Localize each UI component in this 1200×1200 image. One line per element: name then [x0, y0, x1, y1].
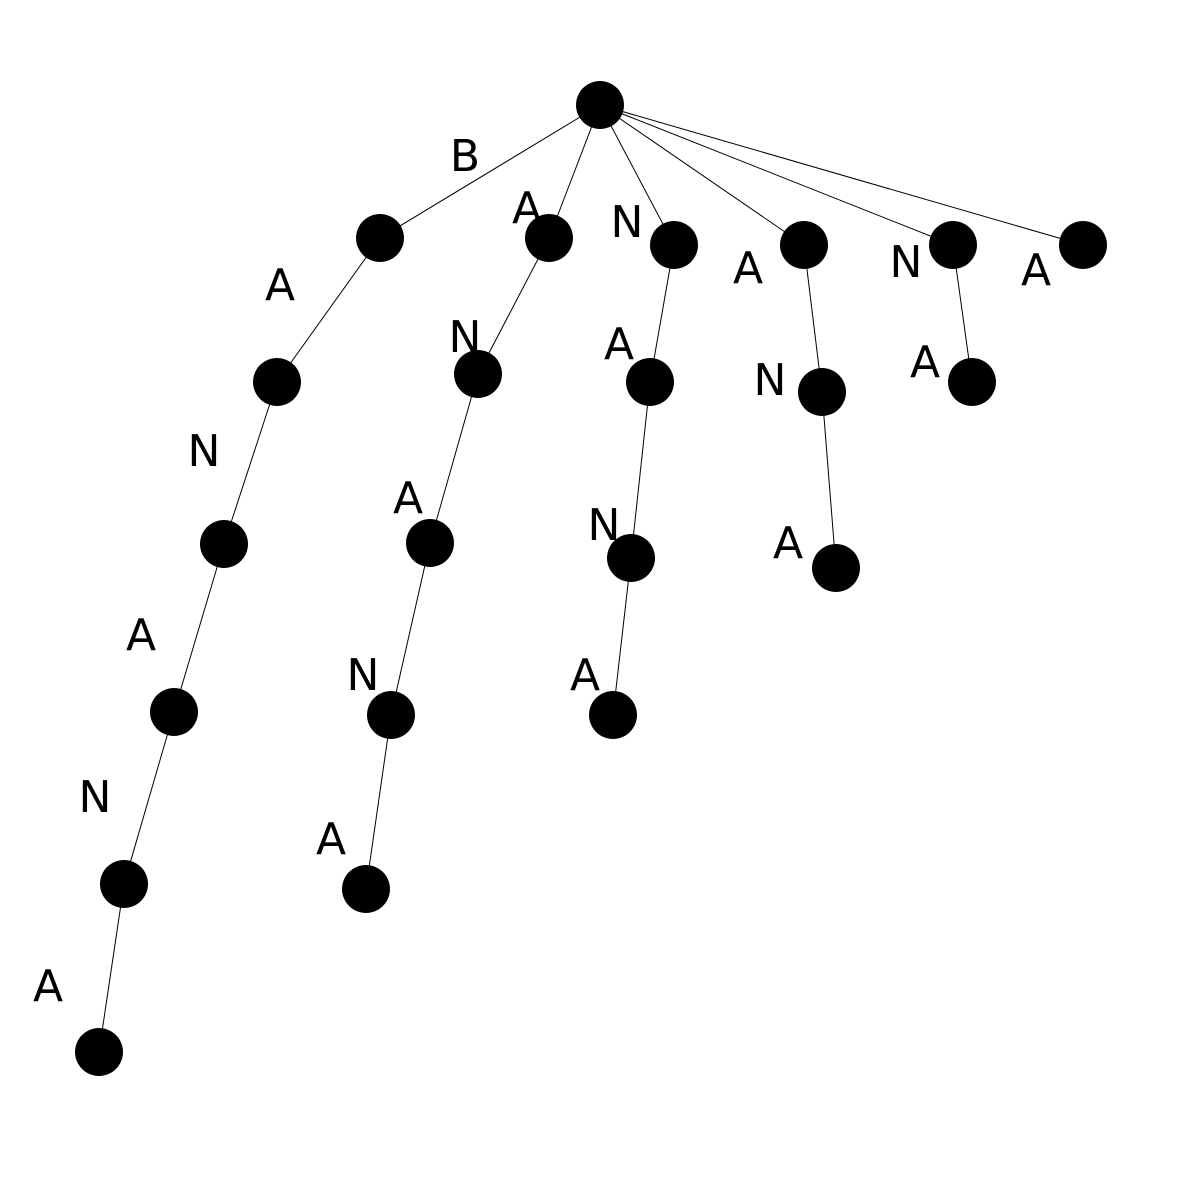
node-a3: [200, 520, 248, 568]
node-b1: [525, 214, 573, 262]
edge-label-c1: N: [611, 197, 644, 248]
edge-label-c4: A: [570, 650, 600, 701]
edge-label-b3: A: [393, 473, 423, 524]
edge-c2-c3: [630, 381, 651, 559]
edge-n0-c1: [599, 104, 675, 246]
node-b3: [406, 519, 454, 567]
edge-d2-d3: [821, 391, 837, 569]
edge-n0-f1: [599, 104, 1084, 246]
edge-label-a5: N: [79, 772, 112, 823]
edge-a5-a6: [98, 883, 125, 1053]
root-node: [576, 81, 624, 129]
edge-a2-a3: [223, 381, 278, 545]
node-a6: [75, 1028, 123, 1076]
edge-label-d2: N: [754, 355, 787, 406]
edges-layer: [98, 104, 1084, 1053]
node-b2: [454, 350, 502, 398]
edge-b1-b2: [477, 237, 550, 375]
node-d1: [780, 221, 828, 269]
node-b5: [342, 865, 390, 913]
node-b4: [367, 691, 415, 739]
edge-label-f1: A: [1021, 245, 1051, 296]
edge-label-a1: B: [450, 131, 480, 182]
edge-label-e1: N: [890, 237, 923, 288]
node-c4: [589, 691, 637, 739]
edge-label-b4: N: [347, 650, 380, 701]
edge-label-a6: A: [33, 961, 63, 1012]
node-c2: [626, 358, 674, 406]
node-a1: [356, 214, 404, 262]
edge-label-a2: A: [265, 260, 295, 311]
edge-label-a3: N: [188, 426, 221, 477]
node-c3: [607, 534, 655, 582]
edge-label-d1: A: [733, 243, 763, 294]
nodes-layer: [75, 81, 1107, 1076]
edge-d1-d2: [803, 244, 823, 393]
edge-c3-c4: [612, 557, 632, 716]
edge-label-d3: A: [773, 518, 803, 569]
edge-b2-b3: [429, 373, 479, 544]
node-c1: [650, 221, 698, 269]
node-e2: [948, 358, 996, 406]
edge-a4-a5: [123, 711, 175, 885]
node-a5: [100, 860, 148, 908]
edge-b3-b4: [390, 542, 431, 716]
edge-label-b5: A: [316, 814, 346, 865]
node-d2: [798, 368, 846, 416]
node-e1: [929, 221, 977, 269]
edge-a1-a2: [276, 237, 381, 383]
edge-n0-e1: [599, 104, 954, 246]
edge-label-c2: A: [604, 319, 634, 370]
edge-b4-b5: [365, 714, 392, 890]
node-d3: [812, 544, 860, 592]
edge-n0-d1: [599, 104, 805, 246]
edge-label-a4: A: [126, 610, 156, 661]
edge-label-e2: A: [910, 337, 940, 388]
node-f1: [1059, 221, 1107, 269]
edge-n0-a1: [379, 104, 601, 239]
edge-a3-a4: [173, 543, 225, 713]
node-a2: [253, 358, 301, 406]
node-a4: [150, 688, 198, 736]
